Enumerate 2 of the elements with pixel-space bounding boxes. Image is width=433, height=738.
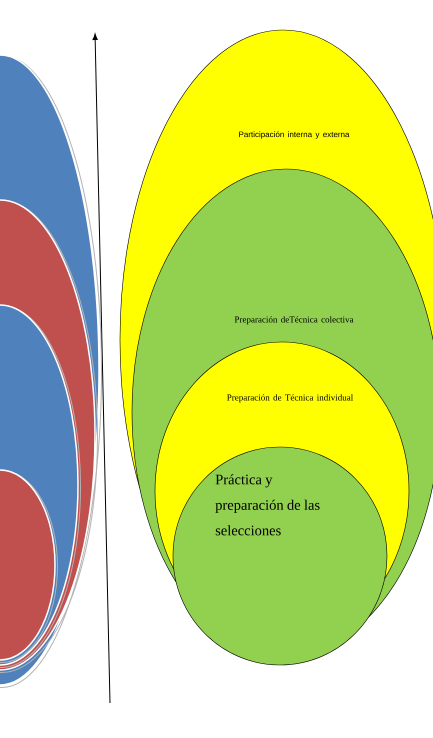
node-label: Preparación deTécnica colectiva	[234, 316, 354, 324]
half-ellipse	[0, 469, 58, 663]
